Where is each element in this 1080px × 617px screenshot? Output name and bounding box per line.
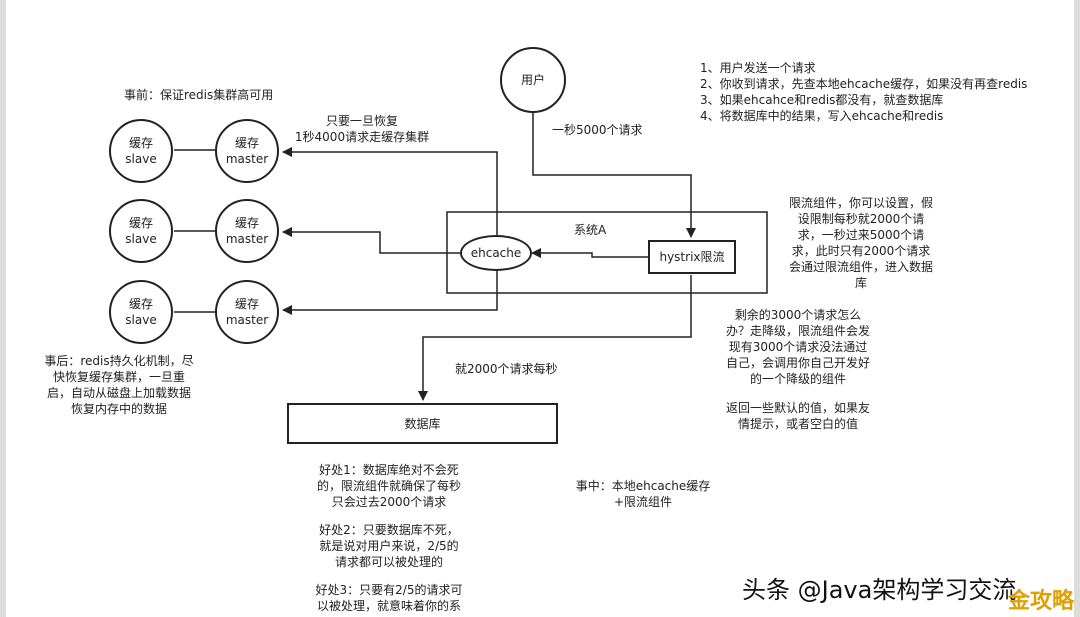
during-label-line: +限流组件 [613, 495, 673, 509]
hystrix-node: hystrix限流 [648, 240, 736, 274]
user-to-hystrix-arrow [532, 112, 696, 238]
ehcache-to-master-3-arrow [282, 271, 498, 315]
recover-label-line: 只要一旦恢复 [325, 114, 398, 128]
return-note: 返回一些默认的值，如果友 情提示，或者空白的值 [712, 400, 884, 432]
redis-slave-node: 缓存 slave [109, 119, 173, 183]
system-a-label: 系统A [574, 223, 607, 237]
step-item: 4、将数据库中的结果，写入ehcache和redis [700, 109, 944, 123]
benefit-3-line: 好处3：只要有2/5的请求可 [315, 583, 463, 597]
benefit-1-note: 好处1：数据库绝对不会死 的，限流组件就确保了每秒 只会过去2000个请求 [306, 462, 472, 510]
slave-label-top: 缓存 [128, 216, 153, 230]
benefit-3-line: 以被处理，就意味着你的系 [316, 599, 461, 613]
ehcache-node: ehcache [460, 235, 532, 271]
redis-slave-node: 缓存 slave [109, 199, 173, 263]
ehcache-node-label: ehcache [470, 246, 522, 260]
after-note-line: 快恢复缓存集群，一旦重 [52, 370, 185, 384]
return-note-line: 返回一些默认的值，如果友 [725, 401, 870, 415]
remaining-note-line: 的一个降级的组件 [749, 372, 846, 386]
step-item: 1、用户发送一个请求 [700, 61, 816, 75]
after-note-line: 事后：redis持久化机制，尽 [44, 354, 194, 368]
limiter-note-line: 求，一秒过来5000个请 [797, 228, 925, 242]
return-note-line: 情提示，或者空白的值 [737, 417, 858, 431]
limiter-note: 限流组件，你可以设置，假 设限制每秒就2000个请 求，一秒过来5000个请 求… [780, 195, 942, 291]
master-label-top: 缓存 [234, 216, 259, 230]
limiter-note-line: 设限制每秒就2000个请 [797, 212, 925, 226]
per-second-label: 一秒5000个请求 [552, 123, 643, 137]
after-note-line: 启，自动从磁盘上加载数据 [46, 386, 191, 400]
slave-label-bottom: slave [125, 152, 157, 166]
master-label-bottom: master [225, 313, 269, 327]
remaining-note-line: 自己，会调用你自己开发好 [725, 356, 870, 370]
ehcache-to-master-1-arrow [282, 147, 498, 235]
redis-master-node: 缓存 master [215, 119, 279, 183]
benefit-2-line: 就是说对用户来说，2/5的 [319, 539, 459, 553]
during-label: 事中：本地ehcache缓存 +限流组件 [570, 478, 716, 510]
ehcache-to-master-2-arrow [282, 227, 460, 254]
recover-label: 只要一旦恢复 1秒4000请求走缓存集群 [290, 113, 434, 145]
remaining-note: 剩余的3000个请求怎么 办？走降级，限流组件会发 现有3000个请求没法通过 … [712, 307, 884, 387]
during-label-line: 事中：本地ehcache缓存 [575, 479, 711, 493]
benefit-3-note: 好处3：只要有2/5的请求可 以被处理，就意味着你的系 [306, 582, 472, 614]
master-label-bottom: master [225, 152, 269, 166]
page-edge-left [0, 0, 6, 617]
benefit-2-line: 请求都可以被处理的 [334, 555, 443, 569]
slave-label-top: 缓存 [128, 136, 153, 150]
database-node: 数据库 [287, 403, 558, 444]
before-label: 事前：保证redis集群高可用 [124, 88, 274, 102]
hystrix-to-ehcache-arrow [531, 248, 648, 258]
benefit-1-line: 的，限流组件就确保了每秒 [316, 479, 461, 493]
step-item: 3、如果ehcahce和redis都没有，就查数据库 [700, 93, 944, 107]
user-node-label: 用户 [520, 73, 545, 87]
slave-label-bottom: slave [125, 313, 157, 327]
step-item: 2、你收到请求，先查本地ehcache缓存，如果没有再查redis [700, 77, 1028, 91]
limiter-note-line: 会通过限流组件，进入数据 [788, 260, 933, 274]
master-label-bottom: master [225, 232, 269, 246]
remaining-note-line: 办？走降级，限流组件会发 [725, 324, 870, 338]
remaining-note-line: 现有3000个请求没法通过 [728, 340, 868, 354]
redis-master-node: 缓存 master [215, 280, 279, 344]
db-per-second-label: 就2000个请求每秒 [455, 362, 558, 376]
limiter-note-line: 限流组件，你可以设置，假 [788, 196, 933, 210]
master-label-top: 缓存 [234, 136, 259, 150]
watermark-text: 头条 @Java架构学习交流 [742, 576, 1017, 604]
limiter-note-line: 求，此时只有2000个请求 [791, 244, 931, 258]
database-node-label: 数据库 [404, 416, 441, 431]
recover-label-line: 1秒4000请求走缓存集群 [294, 130, 430, 144]
redis-master-node: 缓存 master [215, 199, 279, 263]
slave-label-top: 缓存 [128, 297, 153, 311]
corner-logo: 金攻略 [1007, 589, 1074, 614]
benefit-2-line: 好处2：只要数据库不死， [319, 523, 459, 537]
limiter-note-line: 库 [854, 276, 867, 290]
after-note-line: 恢复内存中的数据 [70, 402, 167, 416]
steps-list: 1、用户发送一个请求 2、你收到请求，先查本地ehcache缓存，如果没有再查r… [700, 60, 1027, 124]
slave-label-bottom: slave [125, 232, 157, 246]
after-note: 事后：redis持久化机制，尽 快恢复缓存集群，一旦重 启，自动从磁盘上加载数据… [36, 353, 202, 417]
benefit-1-line: 好处1：数据库绝对不会死 [319, 463, 459, 477]
hystrix-to-database-arrow [418, 275, 692, 401]
benefit-1-line: 只会过去2000个请求 [331, 495, 447, 509]
page-edge-right [1074, 0, 1080, 617]
hystrix-node-label: hystrix限流 [659, 250, 725, 264]
redis-slave-node: 缓存 slave [109, 280, 173, 344]
user-node: 用户 [500, 47, 566, 113]
master-label-top: 缓存 [234, 297, 259, 311]
remaining-note-line: 剩余的3000个请求怎么 [734, 308, 862, 322]
benefit-2-note: 好处2：只要数据库不死， 就是说对用户来说，2/5的 请求都可以被处理的 [306, 522, 472, 570]
